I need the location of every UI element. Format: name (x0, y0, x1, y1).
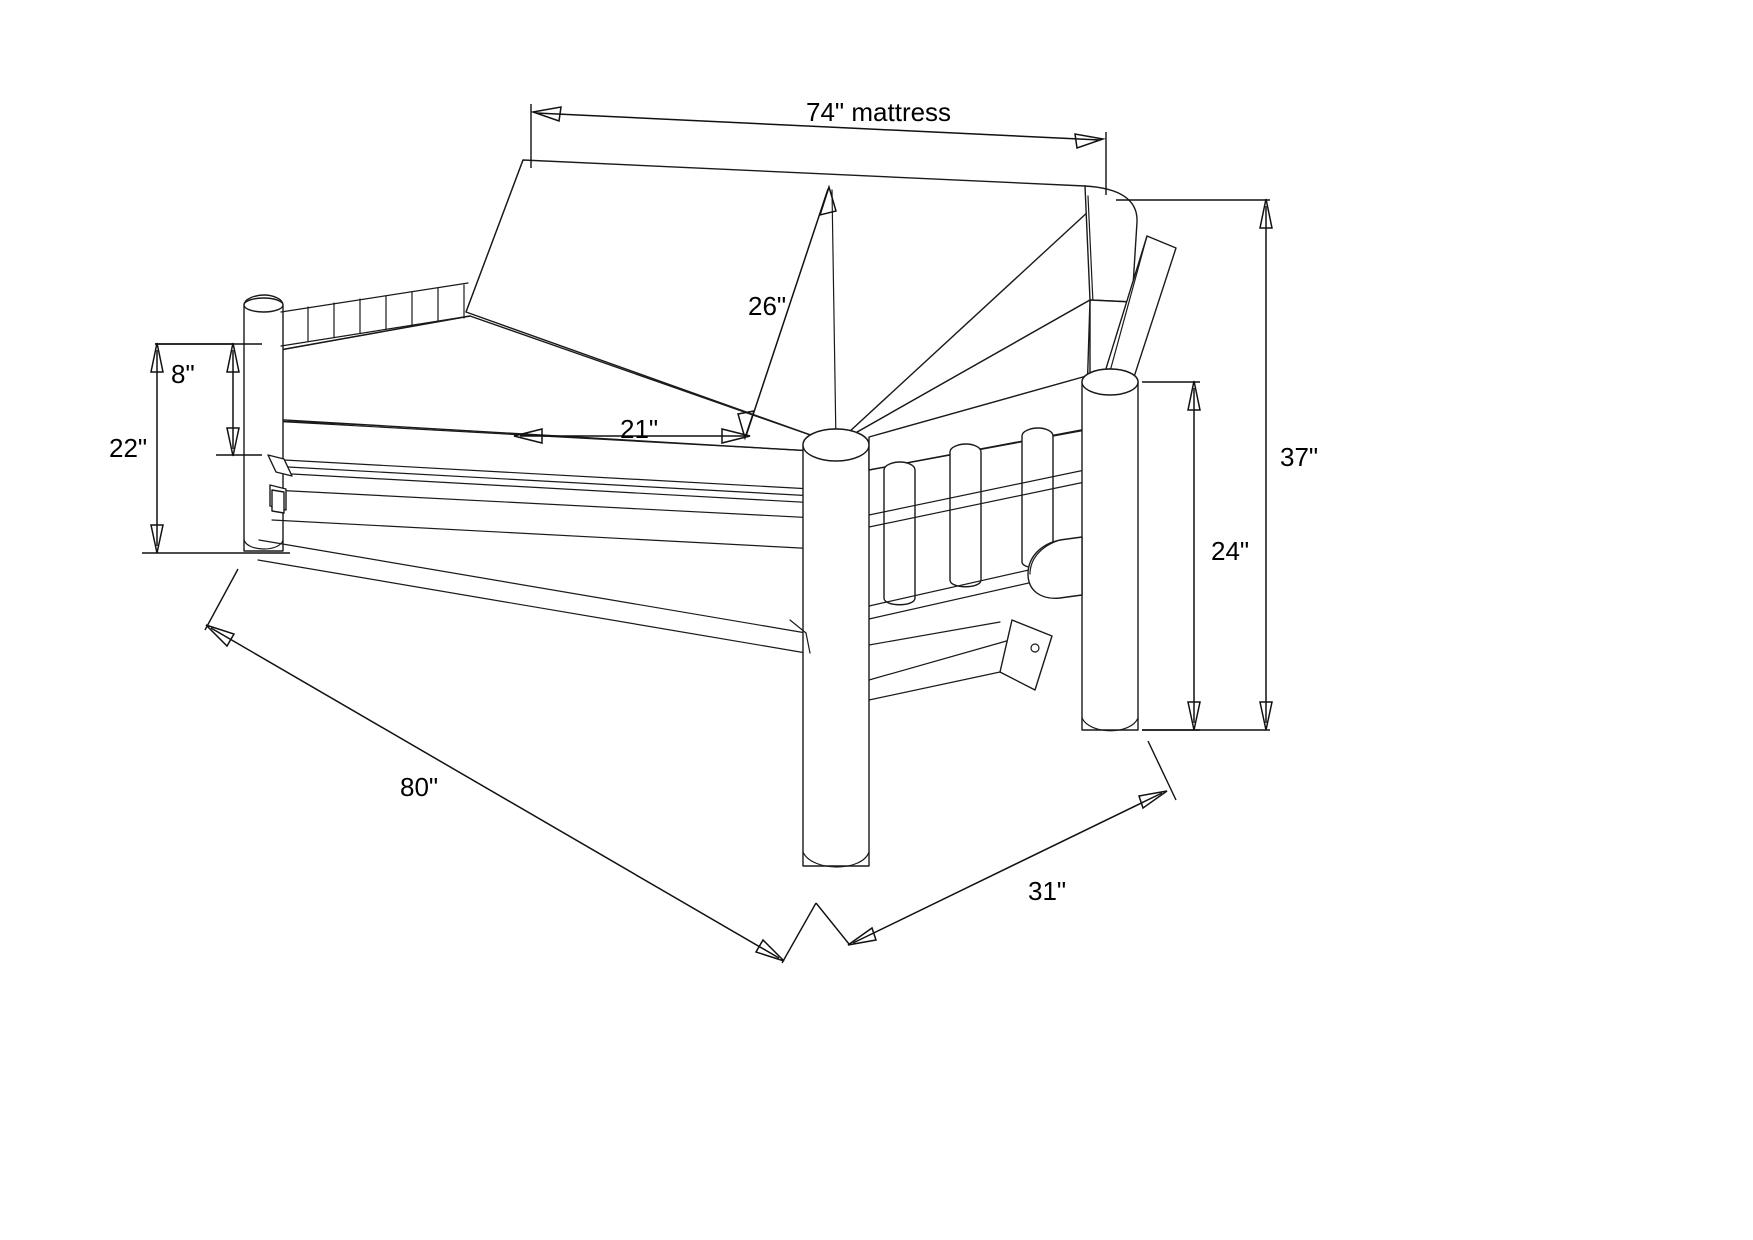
right-side-rail-upper-front (868, 465, 1105, 516)
front-rail-lower-1 (271, 489, 837, 520)
bracket-hole (1030, 643, 1040, 653)
dim-80-arrow-end (754, 938, 785, 962)
back-cushion-left-edge (465, 159, 524, 313)
ext-80-left (204, 568, 239, 631)
front-rail-lower-2 (271, 519, 839, 551)
front-rail-end-cap (267, 454, 293, 477)
dim-80-arrow-start (205, 624, 236, 648)
deep-frame-line-1 (805, 632, 811, 654)
left-back-spindles (307, 284, 465, 342)
dim-74-arrow-right (1074, 133, 1106, 150)
right-front-post-cap (802, 428, 870, 462)
right-rear-post-foot (1081, 717, 1139, 732)
dim-21-arrow-left (513, 428, 543, 444)
dim-74-arrow-left (530, 106, 562, 123)
left-back-post (243, 294, 284, 552)
dim-22-arrow-top (150, 342, 164, 373)
left-back-rail-top (280, 282, 469, 313)
dim-31-arrow-start (847, 926, 877, 946)
dim-37-arrow-bottom (1259, 701, 1273, 731)
dim-74-line (535, 112, 1101, 141)
right-spindle-1 (883, 461, 916, 606)
right-spindle-2 (949, 443, 982, 588)
deep-frame-line-2 (789, 619, 807, 634)
ext-31-left (815, 902, 850, 945)
dim-80-line (210, 627, 780, 959)
dim-24-arrow-top (1187, 380, 1201, 411)
right-rear-arm-log (1027, 536, 1083, 599)
right-rear-post (1081, 368, 1139, 731)
ext-31-right (1147, 740, 1177, 801)
base-panel-edge-2 (868, 639, 1011, 681)
right-front-post-foot (802, 851, 870, 868)
left-back-post-cap (243, 297, 284, 313)
dim-21-arrow-right (721, 428, 751, 444)
front-rail-upper-3 (291, 473, 837, 505)
right-side-spindles (883, 427, 1054, 606)
dim-26-arrow-bottom (737, 410, 756, 441)
dim-31-arrow-end (1138, 790, 1168, 810)
dim-26-arrow-top (818, 184, 837, 217)
back-cushion-right-roll-edge (1087, 195, 1094, 304)
dim-24-arrow-bottom (1187, 701, 1201, 731)
front-rail-upper-2 (287, 466, 834, 498)
base-panel-edge-3 (868, 671, 1001, 701)
futon-frame-geometry (243, 159, 1177, 868)
right-rear-post-cap (1081, 368, 1139, 396)
seat-cushion-rear-edge (262, 315, 471, 354)
back-cushion-right-roll (1084, 185, 1138, 303)
right-side-rail-upper-back (868, 477, 1105, 528)
dim-8-arrow-top (226, 342, 240, 373)
right-rear-arm-inner (1029, 539, 1061, 575)
dim-26-line (745, 188, 829, 437)
base-panel-edge-1 (868, 621, 1001, 646)
left-rail-tab (271, 489, 285, 514)
lower-stretcher-top (258, 539, 807, 634)
dimension-annotations (142, 104, 1273, 964)
left-back-post-bottom (243, 539, 284, 550)
front-rail-upper-1 (283, 459, 831, 491)
back-cushion-seam (831, 189, 837, 445)
lower-stretcher-bottom (257, 559, 807, 654)
dim-8-arrow-bottom (226, 427, 240, 457)
dim-22-arrow-bottom (150, 524, 164, 554)
ext-80-right (781, 902, 817, 964)
right-front-post (802, 428, 870, 867)
dim-31-line (852, 792, 1163, 944)
dim-37-arrow-top (1259, 198, 1273, 229)
base-bracket (999, 619, 1053, 691)
